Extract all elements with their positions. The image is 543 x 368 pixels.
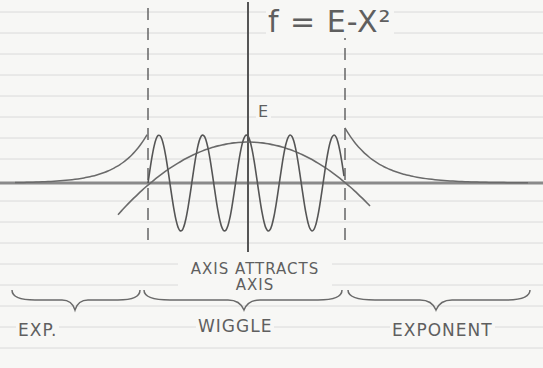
region-label: WIGGLE [196, 318, 274, 336]
region-label: EXP. [16, 322, 59, 340]
turning-point-line [344, 8, 346, 240]
brace [12, 290, 140, 310]
y-axis [247, 2, 249, 252]
note: AXIS ATTRACTS AXIS [178, 262, 332, 294]
exponential-tail [15, 135, 147, 183]
wave-function [148, 135, 344, 231]
parabola [118, 142, 370, 215]
exponential-tail [345, 128, 528, 183]
ruled-lines [0, 12, 543, 348]
brace [348, 290, 530, 310]
region-label: EXPONENT [390, 322, 495, 340]
equation: f = E-X² [266, 6, 394, 38]
energy-label: E [256, 104, 271, 121]
turning-point-line [147, 8, 149, 240]
